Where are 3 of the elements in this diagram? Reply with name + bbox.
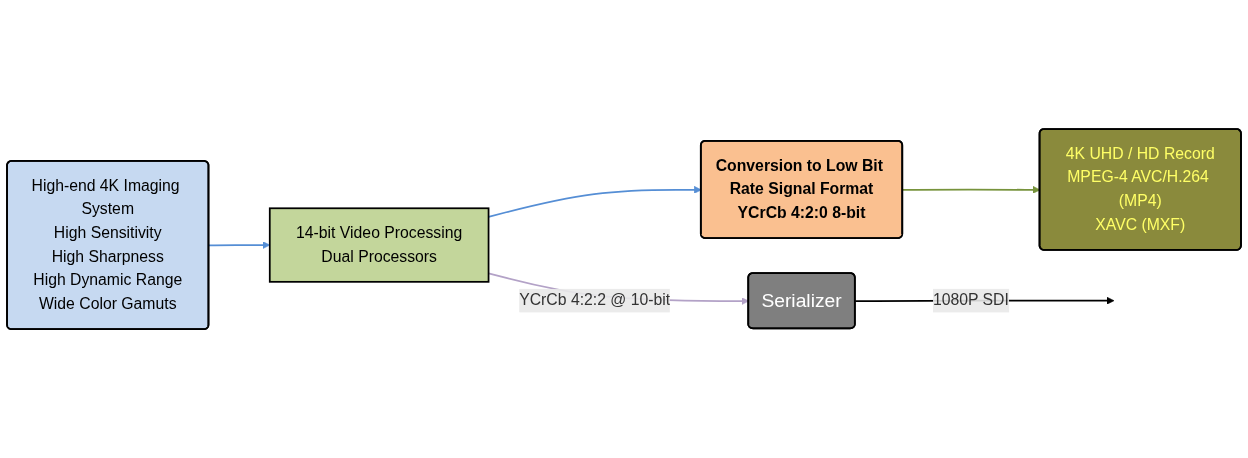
- edge-label: YCrCb 4:2:2 @ 10-bit: [519, 291, 671, 309]
- node-box: 14-bit Video Processing Dual Processors: [268, 207, 490, 283]
- edge-label: 1080P SDI: [932, 291, 1009, 309]
